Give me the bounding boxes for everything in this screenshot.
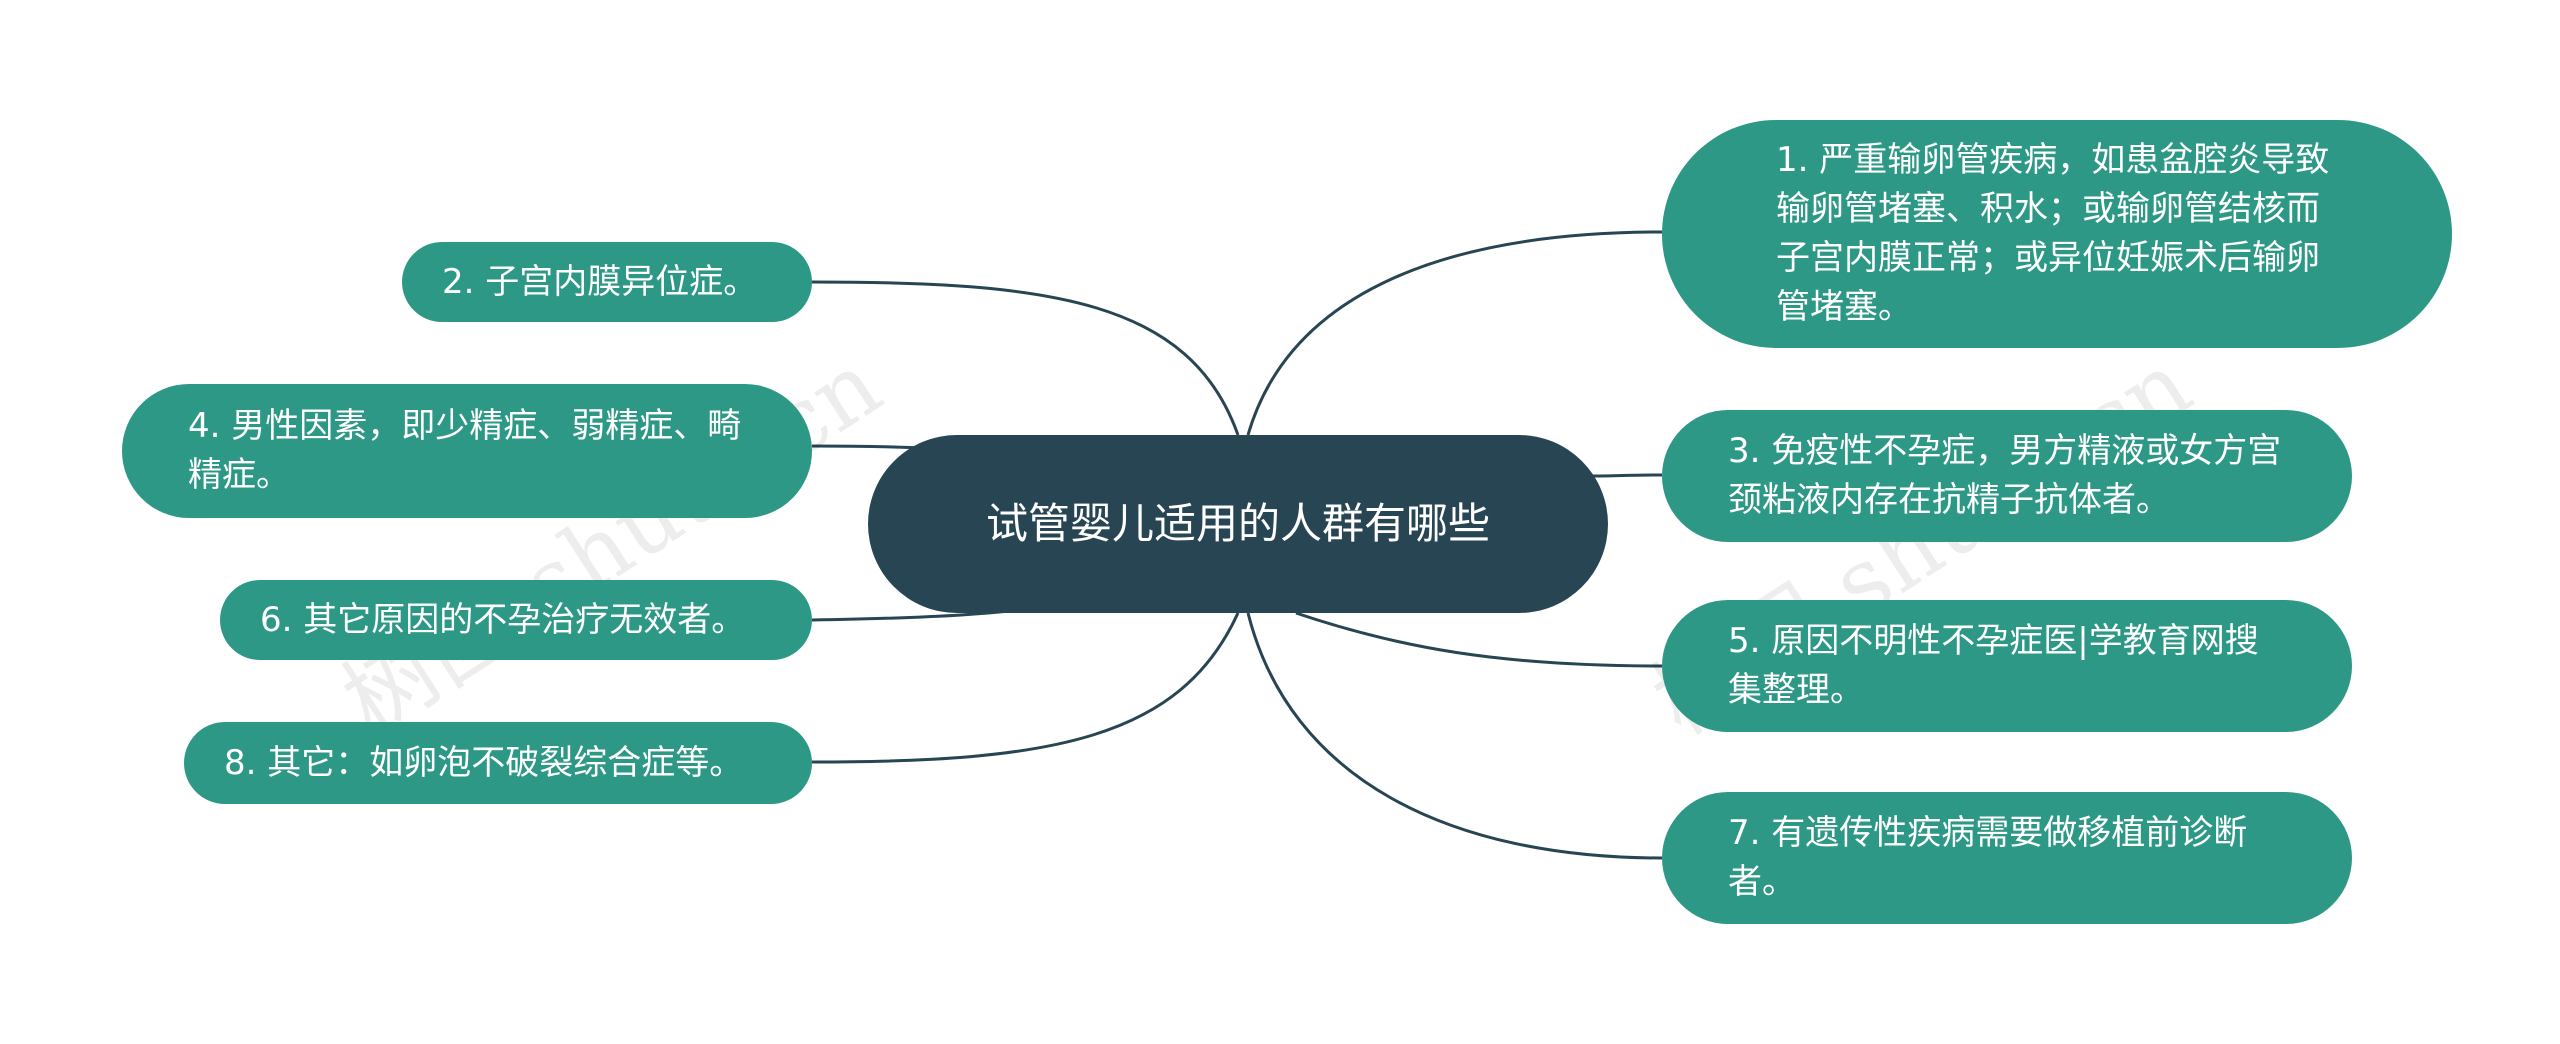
central-topic-label: 试管婴儿适用的人群有哪些 <box>985 499 1490 548</box>
branch-label-2: 2. 子宫内膜异位症。 <box>442 261 758 302</box>
connector-n8 <box>811 612 1240 764</box>
branch-label-1: 1. 严重输卵管疾病，如患盆腔炎导致输卵管堵塞、积水；或输卵管结核而子宫内膜正常… <box>1776 140 2330 327</box>
branch-label-4: 4. 男性因素，即少精症、弱精症、畸精症。 <box>188 406 742 495</box>
branch-node-3[interactable]: 3. 免疫性不孕症，男方精液或女方宫颈粘液内存在抗精子抗体者。 <box>1662 410 2352 542</box>
branch-node-8[interactable]: 8. 其它：如卵泡不破裂综合症等。 <box>184 722 812 804</box>
branch-label-3: 3. 免疫性不孕症，男方精液或女方宫颈粘液内存在抗精子抗体者。 <box>1728 431 2282 520</box>
branch-node-1[interactable]: 1. 严重输卵管疾病，如患盆腔炎导致输卵管堵塞、积水；或输卵管结核而子宫内膜正常… <box>1662 120 2452 348</box>
connector-n3 <box>1587 473 1663 478</box>
branch-node-5[interactable]: 5. 原因不明性不孕症医|学教育网搜集整理。 <box>1662 600 2352 732</box>
branch-node-6[interactable]: 6. 其它原因的不孕治疗无效者。 <box>220 580 812 660</box>
branch-node-4[interactable]: 4. 男性因素，即少精症、弱精症、畸精症。 <box>122 384 812 518</box>
branch-label-5: 5. 原因不明性不孕症医|学教育网搜集整理。 <box>1728 621 2259 710</box>
connector-n7 <box>1246 612 1663 860</box>
connector-n5 <box>1295 611 1663 668</box>
central-topic-node[interactable]: 试管婴儿适用的人群有哪些 <box>868 435 1608 613</box>
branch-label-7: 7. 有遗传性疾病需要做移植前诊断者。 <box>1728 813 2248 902</box>
branch-node-7[interactable]: 7. 有遗传性疾病需要做移植前诊断者。 <box>1662 792 2352 924</box>
branch-label-8: 8. 其它：如卵泡不破裂综合症等。 <box>224 742 744 783</box>
connector-n1 <box>1246 230 1663 436</box>
branch-node-2[interactable]: 2. 子宫内膜异位症。 <box>402 242 812 322</box>
branch-label-6: 6. 其它原因的不孕治疗无效者。 <box>260 599 746 640</box>
connector-n2 <box>811 280 1240 436</box>
